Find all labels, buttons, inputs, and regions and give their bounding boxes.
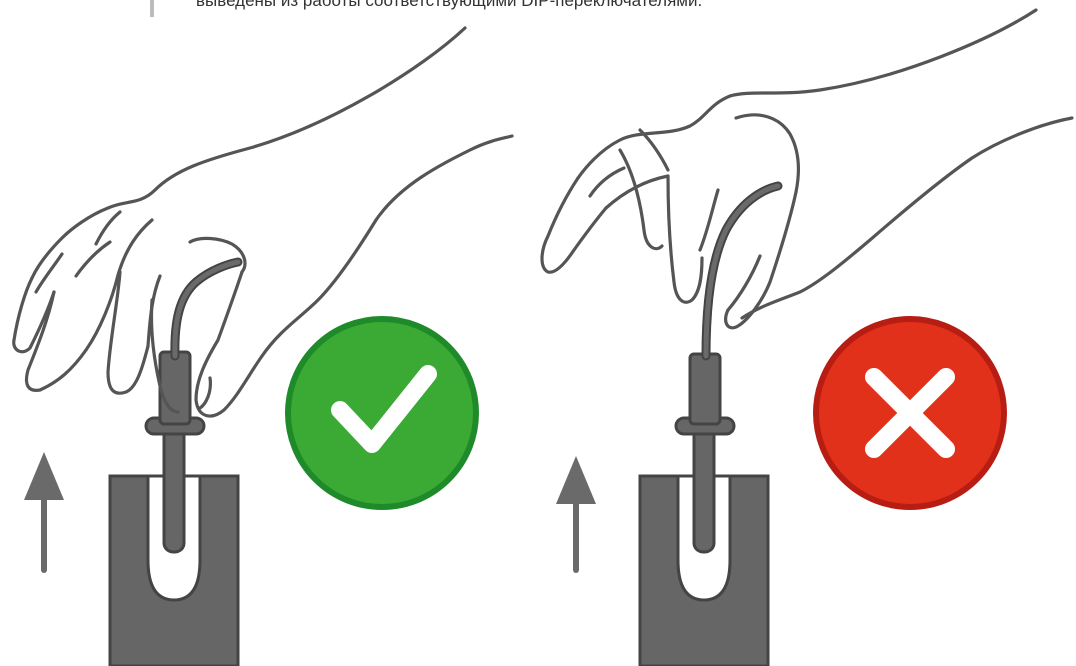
badge-incorrect	[816, 319, 1004, 507]
lift-arrow-left	[24, 452, 64, 570]
panel-incorrect	[542, 10, 1072, 666]
lift-arrow-right	[556, 456, 596, 570]
hand-right	[542, 10, 1072, 328]
badge-correct	[288, 319, 476, 507]
panel-correct	[14, 28, 512, 666]
